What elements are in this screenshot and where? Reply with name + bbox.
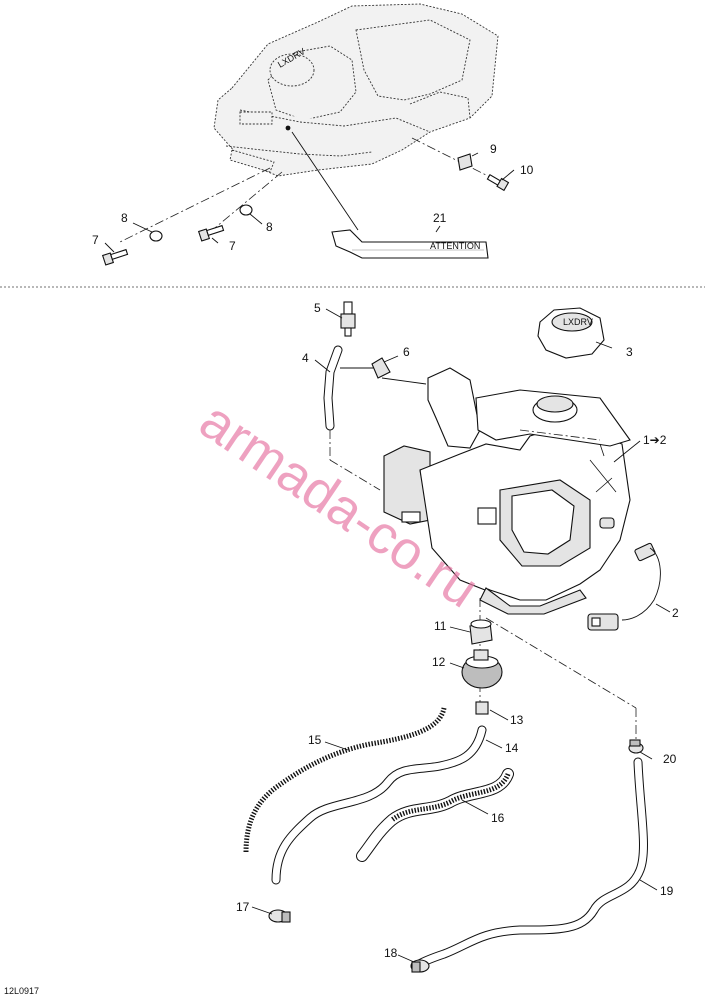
callout-15: 15 bbox=[308, 733, 322, 747]
clamp-part-18 bbox=[410, 959, 430, 973]
callout-21: 21 bbox=[433, 211, 447, 225]
clamp-part-17 bbox=[268, 909, 291, 923]
tank-location-dot bbox=[285, 125, 291, 131]
leader-lines bbox=[104, 152, 671, 963]
clamp-part-6 bbox=[371, 357, 391, 379]
callout-8-middle: 8 bbox=[266, 220, 273, 234]
fuel-tank-part-1 bbox=[383, 367, 631, 615]
corrugated-hose-part-16 bbox=[356, 768, 514, 862]
washer-part-8-left bbox=[149, 230, 163, 242]
vent-hose-part-4 bbox=[323, 345, 343, 431]
callout-19: 19 bbox=[660, 884, 674, 898]
callout-9: 9 bbox=[490, 142, 497, 156]
bolt-part-7-middle bbox=[197, 224, 225, 242]
callout-14: 14 bbox=[505, 741, 519, 755]
callout-2: 2 bbox=[672, 606, 679, 620]
fitting-part-13 bbox=[475, 701, 489, 715]
clamp-part-20 bbox=[628, 739, 644, 754]
callout-17: 17 bbox=[236, 900, 250, 914]
decal-text: ATTENTION bbox=[430, 241, 480, 251]
washer-part-8-middle bbox=[239, 204, 253, 216]
bolt-part-10 bbox=[486, 174, 510, 192]
fuel-pump-part-12 bbox=[461, 649, 503, 689]
callout-10: 10 bbox=[520, 163, 534, 177]
check-valve-part-5 bbox=[340, 301, 356, 337]
callout-7-middle: 7 bbox=[229, 239, 236, 253]
callout-20: 20 bbox=[663, 752, 677, 766]
callout-1-to-2: 1➔2 bbox=[643, 433, 667, 447]
figure-code: 12L0917 bbox=[4, 986, 39, 996]
hose-part-19 bbox=[411, 757, 648, 971]
hose-part-14 bbox=[271, 725, 487, 885]
callout-16: 16 bbox=[491, 811, 505, 825]
spring-guard-part-15 bbox=[243, 707, 447, 853]
bolt-part-7-left bbox=[101, 248, 129, 266]
vehicle-body-ghost: LXDRV bbox=[213, 3, 499, 177]
svg-text:LXDRV: LXDRV bbox=[563, 317, 593, 327]
callout-4: 4 bbox=[302, 351, 309, 365]
callout-12: 12 bbox=[432, 655, 446, 669]
fuel-cap-part-3: LXDRV bbox=[537, 307, 605, 359]
callout-13: 13 bbox=[510, 713, 524, 727]
callout-3: 3 bbox=[626, 345, 633, 359]
decal-part-21: ATTENTION bbox=[331, 229, 489, 259]
pickup-fitting-part-11 bbox=[469, 619, 493, 645]
callout-18: 18 bbox=[384, 946, 398, 960]
callout-7-left: 7 bbox=[92, 233, 99, 247]
callout-6: 6 bbox=[403, 345, 410, 359]
callout-8-left: 8 bbox=[121, 211, 128, 225]
callout-5: 5 bbox=[314, 301, 321, 315]
clip-nut-part-9 bbox=[457, 153, 473, 171]
sensor-harness-part-2 bbox=[587, 542, 661, 631]
callout-11: 11 bbox=[434, 619, 447, 633]
